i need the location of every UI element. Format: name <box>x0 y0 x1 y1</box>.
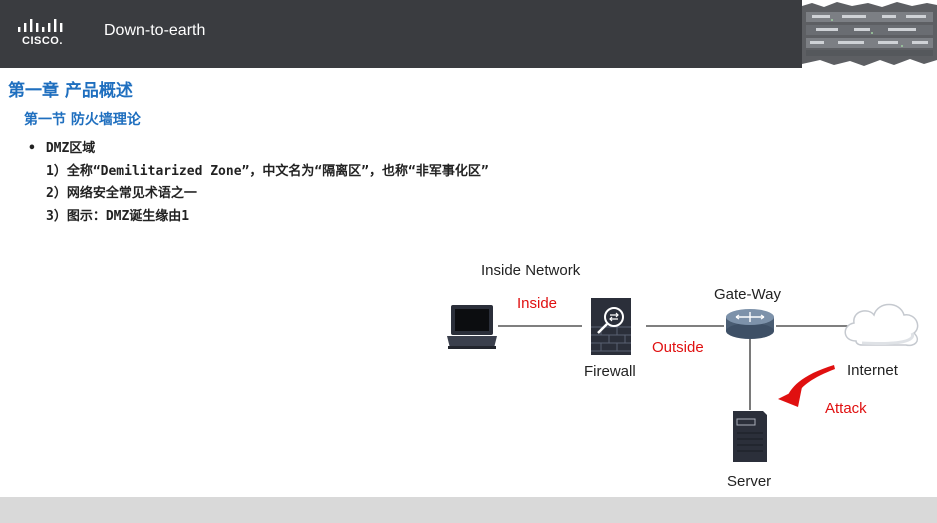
bullet-text: DMZ区域 <box>45 141 96 156</box>
list-item: 2）网络安全常见术语之一 <box>46 186 197 201</box>
firewall-label: Firewall <box>584 363 636 380</box>
logo-text: CISCO. <box>22 35 63 47</box>
network-diagram: Inside Network Inside Firewall Outside G… <box>430 255 937 495</box>
firewall-icon <box>591 298 631 355</box>
outside-label: Outside <box>652 339 704 356</box>
header-bar: CISCO. Down-to-earth <box>0 0 937 68</box>
section-title: 第一节 防火墙理论 <box>24 112 141 128</box>
list-item: 1）全称“Demilitarized Zone”，中文名为“隔离区”，也称“非军… <box>46 164 489 179</box>
attack-arrow-icon <box>778 365 835 407</box>
cisco-logo: CISCO. <box>16 19 68 49</box>
cisco-bars-icon <box>18 19 63 32</box>
inside-network-label: Inside Network <box>481 262 581 279</box>
inside-label: Inside <box>517 295 558 312</box>
brand-title: Down-to-earth <box>104 22 206 39</box>
server-label: Server <box>727 473 772 490</box>
router-icon <box>726 309 774 339</box>
footer-bar <box>0 497 937 523</box>
server-icon <box>733 411 767 462</box>
laptop-icon <box>447 305 497 349</box>
bullet-dot: • <box>28 141 36 156</box>
server-rack-photo <box>802 0 937 68</box>
internet-label: Internet <box>847 362 898 379</box>
diagram-canvas <box>447 298 919 462</box>
cloud-icon <box>844 303 919 347</box>
attack-label: Attack <box>825 400 867 417</box>
chapter-title: 第一章 产品概述 <box>8 81 133 101</box>
bullet-item: • DMZ区域 <box>28 137 95 156</box>
list-item: 3）图示：DMZ诞生缘由1 <box>46 209 190 224</box>
gateway-label: Gate-Way <box>714 286 781 303</box>
